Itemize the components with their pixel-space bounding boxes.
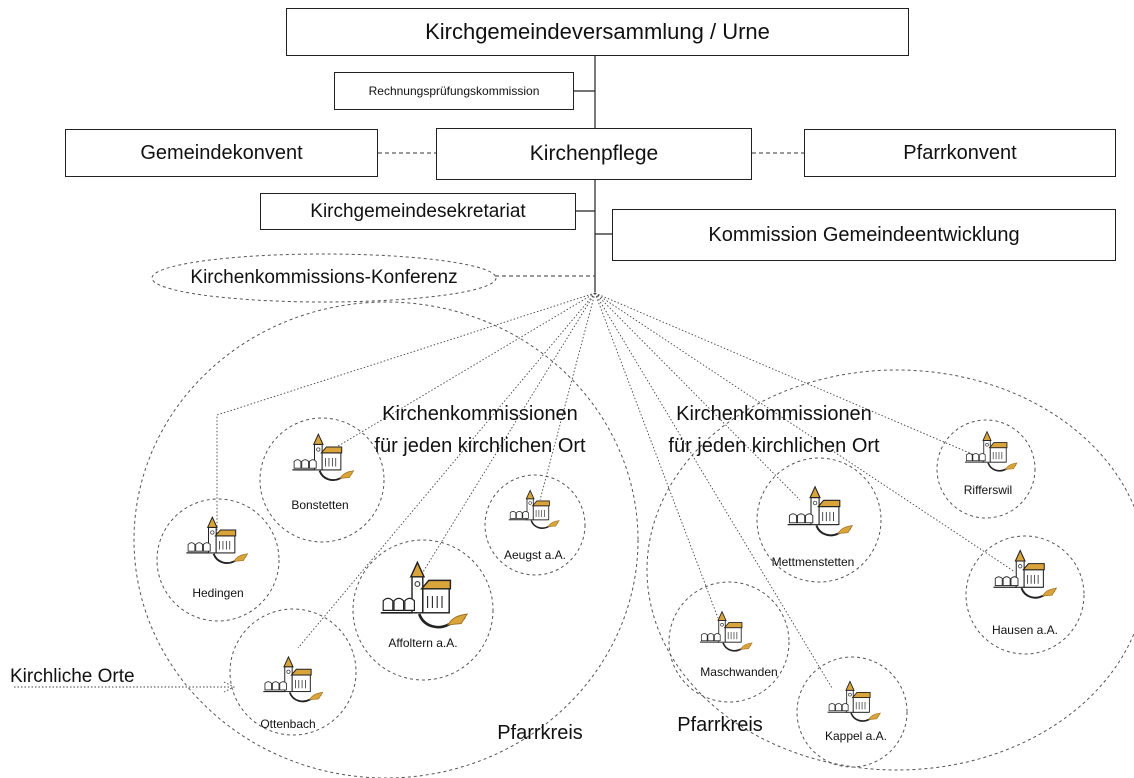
commissions-left-line-1: Kirchenkommissionen <box>382 403 578 425</box>
place-circles <box>156 417 1085 768</box>
church-icon <box>379 561 469 629</box>
conference-outline <box>151 253 497 303</box>
kirchliche-orte-label: Kirchliche Orte <box>10 666 135 687</box>
parish-convent-box: Pfarrkonvent <box>804 129 1116 177</box>
place-kappel: Kappel a.A. <box>825 729 887 743</box>
commissions-left-line-2: für jeden kirchlichen Ort <box>374 435 586 457</box>
development-commission-box: Kommission Gemeindeentwicklung <box>612 209 1116 261</box>
audit-commission-box: Rechnungsprüfungskommission <box>334 72 574 110</box>
place-affoltern: Affoltern a.A. <box>388 636 457 650</box>
place-hausen: Hausen a.A. <box>992 623 1058 637</box>
church-icon <box>786 485 854 537</box>
commissions-right-line-2: für jeden kirchlichen Ort <box>668 435 880 457</box>
congregation-convent-box: Gemeindekonvent <box>65 129 378 177</box>
church-icon <box>185 516 249 564</box>
church-icons <box>185 430 1058 722</box>
commissions-right-line-1: Kirchenkommissionen <box>676 403 872 425</box>
church-care-box: Kirchenpflege <box>436 128 752 180</box>
church-icon <box>291 433 355 481</box>
main-connectors <box>378 56 804 292</box>
place-connectors <box>14 292 1016 693</box>
pfarrkreis-right-outline <box>646 369 1134 771</box>
conference-label: Kirchenkommissions-Konferenz <box>190 267 458 288</box>
pfarrkreis-left-outline <box>133 301 639 778</box>
pfarrkreis-left: Pfarrkreis <box>497 722 583 744</box>
church-icon <box>262 655 324 703</box>
church-icon <box>699 610 753 652</box>
secretariat-box: Kirchgemeindesekretariat <box>260 193 576 230</box>
place-rifferswil: Rifferswil <box>964 483 1012 497</box>
commission-group-outlines <box>133 253 1134 778</box>
church-icon <box>964 430 1018 472</box>
church-icon <box>992 549 1058 599</box>
place-ottenbach: Ottenbach <box>260 717 315 731</box>
church-icon <box>826 680 882 722</box>
place-maschwanden: Maschwanden <box>700 665 777 679</box>
place-hedingen: Hedingen <box>192 586 243 600</box>
place-aeugst: Aeugst a.A. <box>504 548 566 562</box>
church-icon <box>507 489 561 529</box>
pfarrkreis-right: Pfarrkreis <box>677 714 763 736</box>
place-mettmenstetten: Mettmenstetten <box>772 555 855 569</box>
diagram-labels: Kirchenkommissionen für jeden kirchliche… <box>10 403 1058 744</box>
assembly-box: Kirchgemeindeversammlung / Urne <box>286 8 909 56</box>
place-bonstetten: Bonstetten <box>291 498 348 512</box>
